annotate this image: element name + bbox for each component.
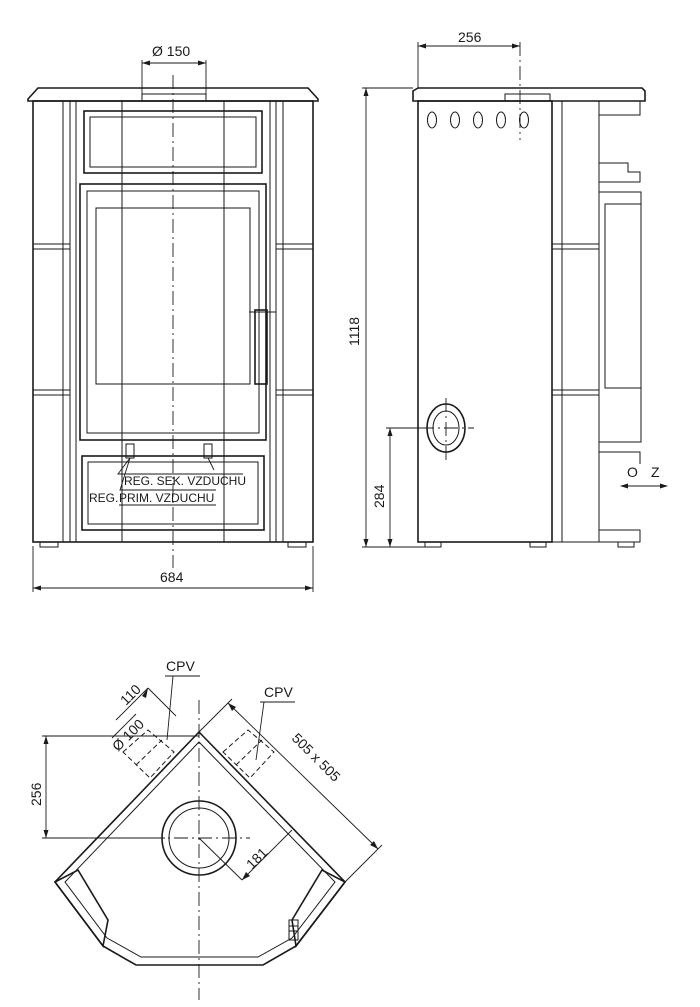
- side-body: [417, 100, 553, 543]
- plan-knob: [288, 919, 299, 941]
- outlet-offset-dimension: 256: [417, 29, 520, 88]
- dim-181-label: 181: [243, 844, 271, 872]
- reg-primary-prefix: REG.: [89, 491, 118, 505]
- left-tile-column: [32, 100, 71, 543]
- dim-256-plan-label: 256: [28, 782, 44, 806]
- ash-pan: [81, 455, 265, 531]
- right-tile-column: [275, 100, 314, 543]
- height-dimension: 1118: [346, 87, 425, 548]
- flue-diameter-dimension: Ø 150: [141, 43, 207, 94]
- foot-left: [39, 541, 59, 548]
- dim-256-plan: 256: [28, 735, 199, 839]
- cpv-right-label: CPV: [264, 684, 293, 700]
- flue-diameter-label: Ø 150: [152, 43, 190, 59]
- dim-110: 110: [115, 681, 177, 721]
- dim-footprint: 505 x 505: [198, 698, 383, 883]
- rear-outlet-height-label: 284: [371, 484, 387, 508]
- dim-footprint-label: 505 x 505: [289, 730, 344, 785]
- direction-z-label: Z: [651, 464, 660, 480]
- plan-tile-right: [291, 868, 347, 948]
- prim-leader: [119, 457, 216, 491]
- outlet-offset-label: 256: [458, 29, 482, 45]
- top-plate: [27, 87, 319, 102]
- dim-110-label: 110: [117, 681, 144, 708]
- cpv-left-connector: [122, 729, 175, 779]
- plan-tile-left: [53, 868, 109, 948]
- door-handle: [254, 309, 268, 385]
- reg-primary-label: PRIM. VZDUCHU: [119, 491, 214, 505]
- reg-secondary-label: REG. SEK. VZDUCHU: [124, 474, 246, 488]
- height-label: 1118: [346, 317, 362, 346]
- direction-o-label: O: [627, 464, 638, 480]
- dim-d100: Ø 100: [109, 713, 147, 754]
- rear-top-bracket: [598, 101, 641, 116]
- sek-leader: [117, 457, 243, 475]
- cpv-left-label: CPV: [166, 658, 195, 674]
- cpv-right-connector: [222, 729, 275, 779]
- side-tile-column: [551, 100, 600, 543]
- foot-right: [287, 541, 307, 548]
- side-top-plate: [412, 87, 646, 102]
- top-view: CPV CPV 110 Ø 100 256: [28, 658, 383, 1000]
- front-view: REG. SEK. VZDUCHU REG. PRIM. VZDUCHU Ø 1…: [27, 43, 319, 592]
- rear-outlet-height-dimension: 284: [371, 427, 432, 547]
- open-close-indicator: O Z: [620, 464, 668, 489]
- flue-collar: [141, 93, 207, 102]
- rear-air-outlet: [420, 398, 474, 460]
- vent-holes: [427, 111, 529, 129]
- width-dimension: 684: [32, 546, 314, 592]
- side-view: 256 1118 284 O Z: [346, 29, 668, 548]
- width-label: 684: [160, 569, 184, 585]
- fire-door: [79, 183, 276, 441]
- plan-outline: [53, 730, 347, 966]
